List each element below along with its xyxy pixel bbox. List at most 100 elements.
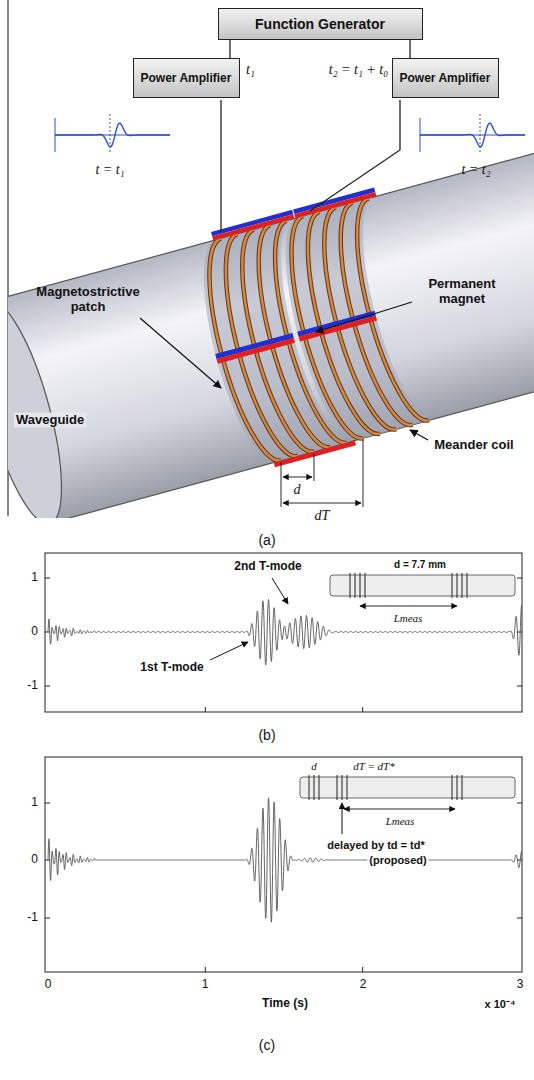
tone-burst xyxy=(55,123,170,147)
tick-label: 0 xyxy=(31,625,38,639)
axis-ticks xyxy=(45,803,522,972)
output-wire xyxy=(310,100,400,211)
meander-coils xyxy=(184,188,438,475)
inset-pipe xyxy=(330,573,515,606)
inset-pipe xyxy=(350,573,467,598)
input-waveforms xyxy=(55,114,525,154)
inset-pipe xyxy=(300,775,515,834)
coil-winding xyxy=(340,198,429,428)
dimension-lines xyxy=(314,454,315,481)
axis-ticks xyxy=(45,632,50,633)
panel-label: (c) xyxy=(259,1037,275,1053)
inset-pipe xyxy=(456,775,457,800)
inset-pipe xyxy=(336,775,337,800)
inset-label: (proposed) xyxy=(367,854,428,867)
tick-label: -1 xyxy=(27,911,38,925)
inset-label: dT = dT* xyxy=(353,760,394,773)
axis-ticks xyxy=(45,860,50,861)
mode-label: 2nd T-mode xyxy=(232,560,303,574)
permanent-magnet xyxy=(217,338,296,364)
permanent-magnet xyxy=(212,214,294,240)
axis-ticks xyxy=(205,967,206,972)
inset-pipe xyxy=(461,775,462,800)
dimension-label: d xyxy=(294,482,301,498)
waveguide-pipe xyxy=(8,130,534,518)
inset-pipe xyxy=(346,775,347,800)
permanent-magnet xyxy=(299,316,378,342)
inset-pipe xyxy=(359,573,360,598)
inset-pipe xyxy=(309,775,462,800)
box-label: Function Generator xyxy=(255,16,385,32)
inset-pipe xyxy=(461,573,462,598)
tick-label: 1 xyxy=(202,978,209,992)
tick-label: 2 xyxy=(360,978,367,992)
coil-winding xyxy=(291,212,380,442)
box-label: Power Amplifier xyxy=(400,71,491,85)
coil-winding xyxy=(209,234,298,464)
axis-title: Time (s) xyxy=(262,997,308,1011)
coil-winding xyxy=(340,198,429,428)
axis-ticks xyxy=(517,803,522,804)
axis-ticks xyxy=(517,686,522,687)
axis-ticks xyxy=(517,578,522,579)
meander-coil xyxy=(266,188,437,448)
tick-label: 0 xyxy=(45,978,52,992)
permanent-magnet xyxy=(294,192,376,218)
inset-pipe xyxy=(313,775,314,800)
tone-burst xyxy=(420,123,525,147)
axis-ticks xyxy=(45,578,50,579)
inset-pipe xyxy=(364,573,365,598)
tick-label: 1 xyxy=(31,571,38,585)
tick-label: -1 xyxy=(27,679,38,693)
leader-arrow xyxy=(316,302,412,332)
inset-pipe xyxy=(342,803,343,834)
time-marker xyxy=(110,114,111,154)
output-wire xyxy=(220,100,221,232)
part-label: Meander coil xyxy=(434,438,513,453)
axis-ticks xyxy=(45,803,50,804)
inset-label: d xyxy=(311,760,317,773)
signal-trace xyxy=(48,599,522,664)
leader-arrow xyxy=(410,430,428,440)
inset-label: d = 7.7 mm xyxy=(394,559,446,571)
dimension-lines xyxy=(283,477,312,478)
time-marker xyxy=(480,114,481,154)
leader-arrow xyxy=(272,578,288,604)
amplifier-box: Power Amplifier xyxy=(133,58,240,98)
signal-trace xyxy=(48,798,522,922)
inset-label: delayed by td = td* xyxy=(325,839,427,852)
inset-pipe xyxy=(456,573,457,598)
coil-winding xyxy=(209,234,298,464)
inset-pipe xyxy=(300,777,515,798)
part-label: Permanent magnet xyxy=(407,277,517,307)
waveguide-drawing xyxy=(8,130,534,518)
axis-ticks xyxy=(517,918,522,919)
inset-pipe xyxy=(330,575,515,596)
axis-exponent: x 10⁻⁴ xyxy=(485,998,516,1011)
amplifier-box: Power Amplifier xyxy=(392,58,499,98)
axis-ticks xyxy=(205,707,206,712)
panel-label: (b) xyxy=(258,727,275,743)
time-label: t = t₂ xyxy=(461,162,490,178)
signal-line xyxy=(229,40,230,58)
leader-arrow xyxy=(210,642,248,660)
inset-pipe xyxy=(451,775,452,800)
timing-label: t₂ = t₁ + t₀ xyxy=(329,62,388,78)
generator-box: Function Generator xyxy=(218,8,423,40)
mode-label: 1st T-mode xyxy=(138,661,205,675)
inset-pipe xyxy=(341,775,342,800)
dimension-lines xyxy=(363,440,364,507)
pipe-body xyxy=(8,139,534,518)
inset-pipe xyxy=(360,606,457,607)
dimension-label: dT xyxy=(315,508,330,524)
tick-label: 1 xyxy=(31,796,38,810)
axis-ticks xyxy=(45,918,50,919)
dimension-lines xyxy=(281,440,363,507)
part-label: Waveguide xyxy=(14,413,86,428)
axis-ticks xyxy=(45,578,522,712)
axis-ticks xyxy=(45,686,50,687)
axis-ticks xyxy=(362,967,363,972)
permanent-magnet xyxy=(293,188,375,214)
signal-line xyxy=(409,40,410,58)
